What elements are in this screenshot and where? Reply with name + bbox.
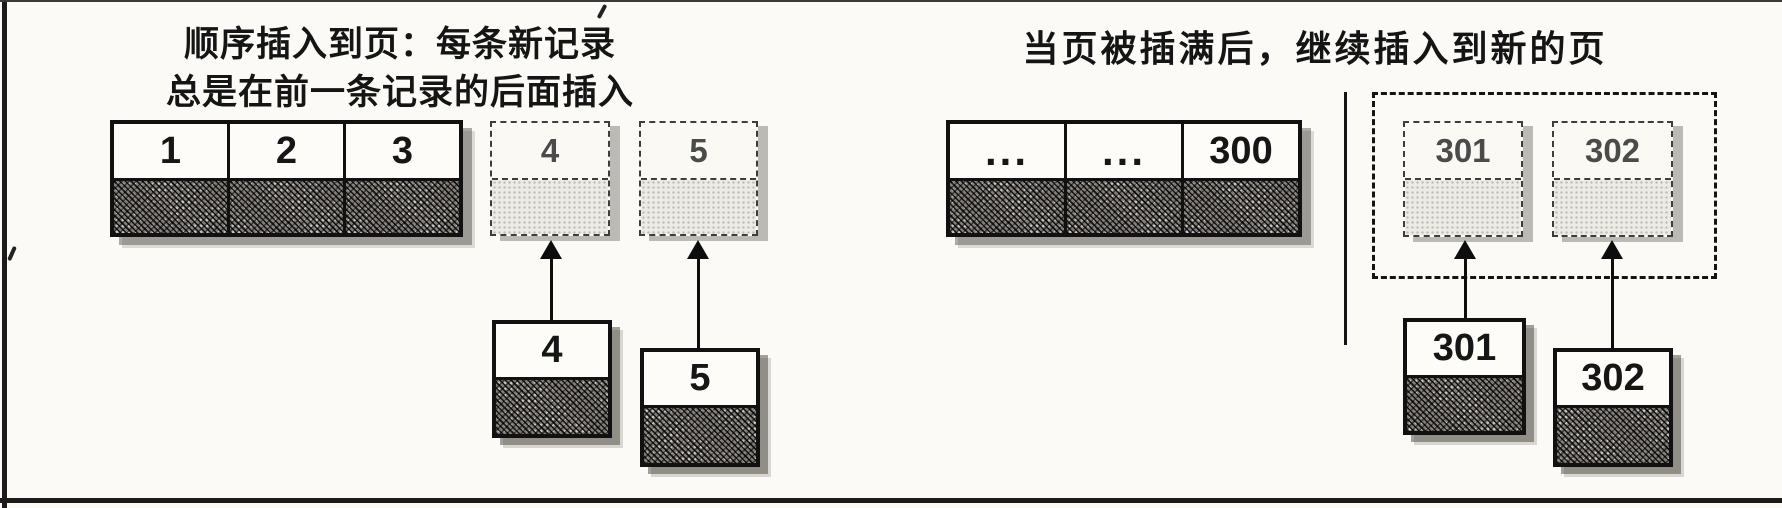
- new-page-dashed-region: [1372, 92, 1717, 279]
- arrow-shaft: [1610, 259, 1614, 348]
- insert-arrow-up-icon: [686, 240, 710, 348]
- record-number: ...: [1067, 124, 1181, 181]
- page-frame-left-border: [2, 0, 7, 508]
- record-filled-area: [644, 408, 756, 463]
- incoming-record-box-5: 5: [640, 348, 760, 467]
- record-filled-area: [230, 181, 343, 233]
- slot-number: 302: [1554, 123, 1671, 180]
- page-cell: 3: [343, 124, 459, 233]
- arrow-head-icon: [1601, 240, 1623, 259]
- page-frame-bottom-border: [0, 498, 1782, 503]
- record-number: ...: [950, 124, 1064, 181]
- record-number: 4: [496, 324, 608, 380]
- record-filled-area: [1184, 181, 1298, 233]
- record-filled-area: [1067, 181, 1181, 233]
- page-cell: ...: [950, 124, 1064, 233]
- page-frame-top-border: [0, 0, 1782, 2]
- record-number: 302: [1557, 352, 1669, 408]
- section-divider-line: [1344, 92, 1347, 345]
- record-number: 3: [346, 124, 459, 181]
- record-number: 301: [1407, 322, 1522, 378]
- incoming-record-box-4: 4: [492, 320, 612, 438]
- record-filled-area: [496, 380, 608, 434]
- insert-arrow-up-icon: [1453, 240, 1477, 318]
- arrow-head-icon: [687, 240, 709, 259]
- incoming-record-box-302: 302: [1553, 348, 1673, 467]
- slot-empty-area: [492, 180, 608, 234]
- record-number: 2: [230, 124, 343, 181]
- slot-number: 4: [492, 123, 608, 180]
- page-cell: ...: [1064, 124, 1181, 233]
- page-cell: 1: [114, 124, 227, 233]
- slot-empty-area: [1405, 180, 1521, 235]
- new-slot-4: 4: [490, 121, 610, 236]
- page-table-left: 1 2 3: [110, 120, 463, 237]
- record-filled-area: [346, 181, 459, 233]
- insert-arrow-up-icon: [539, 240, 563, 320]
- insert-arrow-up-icon: [1600, 240, 1624, 348]
- arrow-shaft: [1463, 259, 1467, 318]
- record-filled-area: [1407, 378, 1522, 431]
- page-cell: 300: [1181, 124, 1298, 233]
- page-cell: 2: [227, 124, 343, 233]
- new-slot-301: 301: [1403, 121, 1523, 237]
- new-slot-5: 5: [639, 121, 758, 236]
- page-table-right: ... ... 300: [946, 120, 1302, 237]
- record-filled-area: [114, 181, 227, 233]
- slot-empty-area: [1554, 180, 1671, 235]
- slot-empty-area: [641, 180, 756, 234]
- incoming-record-box-301: 301: [1403, 318, 1526, 435]
- left-caption-line1: 顺序插入到页：每条新记录: [183, 25, 616, 64]
- record-number: 5: [644, 352, 756, 408]
- record-filled-area: [950, 181, 1064, 233]
- arrow-shaft: [549, 259, 553, 320]
- right-caption: 当页被插满后，继续插入到新的页: [1022, 28, 1608, 69]
- record-filled-area: [1557, 408, 1669, 463]
- record-number: 300: [1184, 124, 1298, 181]
- record-number: 1: [114, 124, 227, 181]
- arrow-head-icon: [540, 240, 562, 259]
- slot-number: 5: [641, 123, 756, 180]
- left-caption-line2: 总是在前一条记录的后面插入: [165, 73, 634, 112]
- scan-speck-mark: [7, 245, 17, 262]
- arrow-shaft: [696, 259, 700, 348]
- new-slot-302: 302: [1552, 121, 1673, 237]
- slot-number: 301: [1405, 123, 1521, 180]
- arrow-head-icon: [1454, 240, 1476, 259]
